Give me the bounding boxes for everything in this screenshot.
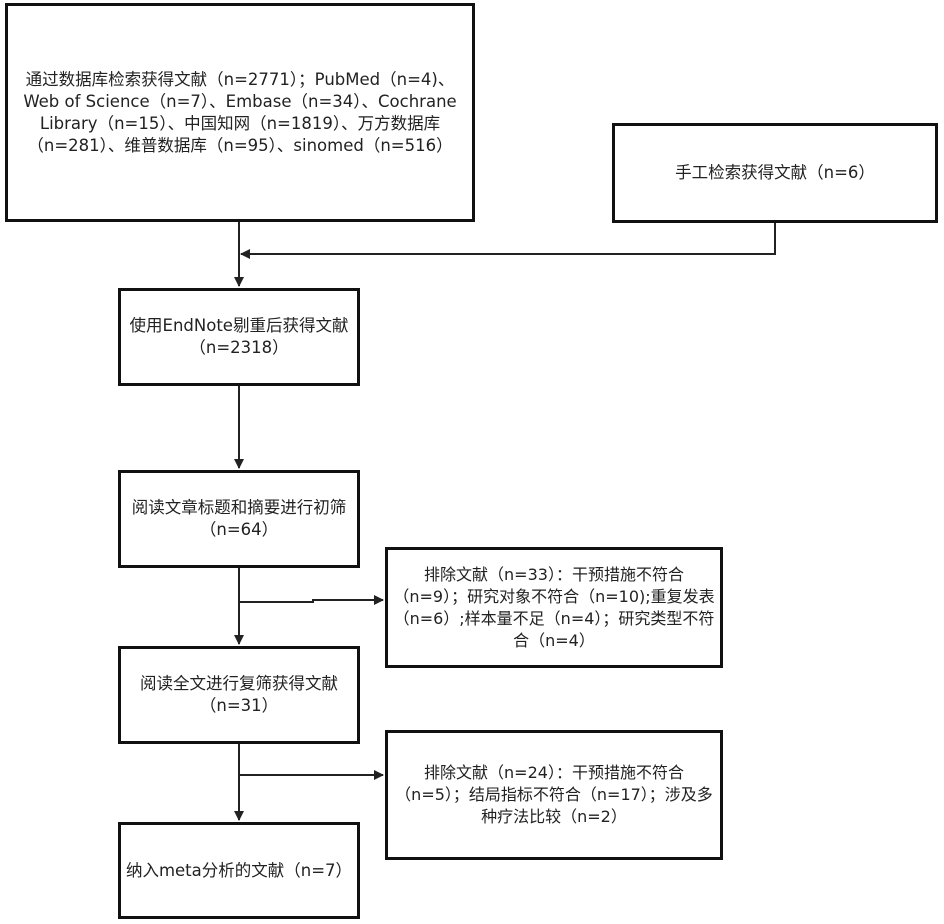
exclusion-box-1: 排除文献（n=33）：干预措施不符合（n=9）；研究对象不符合（n=10);重复… (385, 547, 723, 668)
database-search-text: 通过数据库检索获得文献（n=2771）；PubMed（n=4)、Web of S… (23, 69, 457, 155)
database-search-box: 通过数据库检索获得文献（n=2771）；PubMed（n=4)、Web of S… (5, 3, 475, 222)
manual-search-text: 手工检索获得文献（n=6） (675, 163, 875, 182)
arrow-manual-to-main (240, 223, 776, 259)
included-box: 纳入meta分析的文献（n=7） (118, 822, 360, 919)
exclusion-box-2: 排除文献（n=24）：干预措施不符合（n=5）；结局指标不符合（n=17）；涉及… (385, 730, 723, 860)
deduplication-box: 使用EndNote剔重后获得文献（n=2318） (118, 288, 360, 386)
manual-search-box: 手工检索获得文献（n=6） (612, 123, 938, 223)
title-abstract-screen-text: 阅读文章标题和摘要进行初筛（n=64） (131, 498, 347, 539)
exclusion-2-text: 排除文献（n=24）：干预措施不符合（n=5）；结局指标不符合（n=17）；涉及… (395, 763, 713, 826)
fulltext-screen-box: 阅读全文进行复筛获得文献（n=31） (118, 646, 360, 744)
title-abstract-screen-box: 阅读文章标题和摘要进行初筛（n=64） (118, 470, 360, 568)
exclusion-1-text: 排除文献（n=33）：干预措施不符合（n=9）；研究对象不符合（n=10);重复… (393, 564, 715, 650)
arrow-to-exclusion-1 (239, 595, 384, 605)
included-text: 纳入meta分析的文献（n=7） (125, 860, 353, 880)
deduplication-text: 使用EndNote剔重后获得文献（n=2318） (129, 316, 349, 357)
fulltext-screen-text: 阅读全文进行复筛获得文献（n=31） (140, 674, 338, 715)
